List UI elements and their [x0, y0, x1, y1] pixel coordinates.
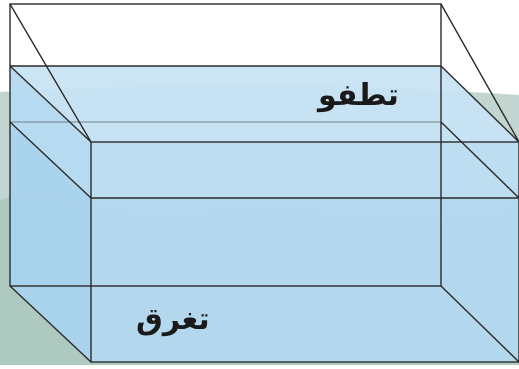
float-label: تطفو: [318, 78, 399, 113]
water-top-surface: [10, 66, 519, 142]
tank-back-top-edge: [9, 3, 442, 287]
tank-front-edge: [90, 141, 519, 363]
tank-edges: [9, 3, 519, 363]
float-zone: [10, 66, 519, 198]
sink-label: تغرق: [136, 302, 210, 337]
water-left-face: [10, 66, 91, 362]
water-front-face: [91, 142, 519, 362]
